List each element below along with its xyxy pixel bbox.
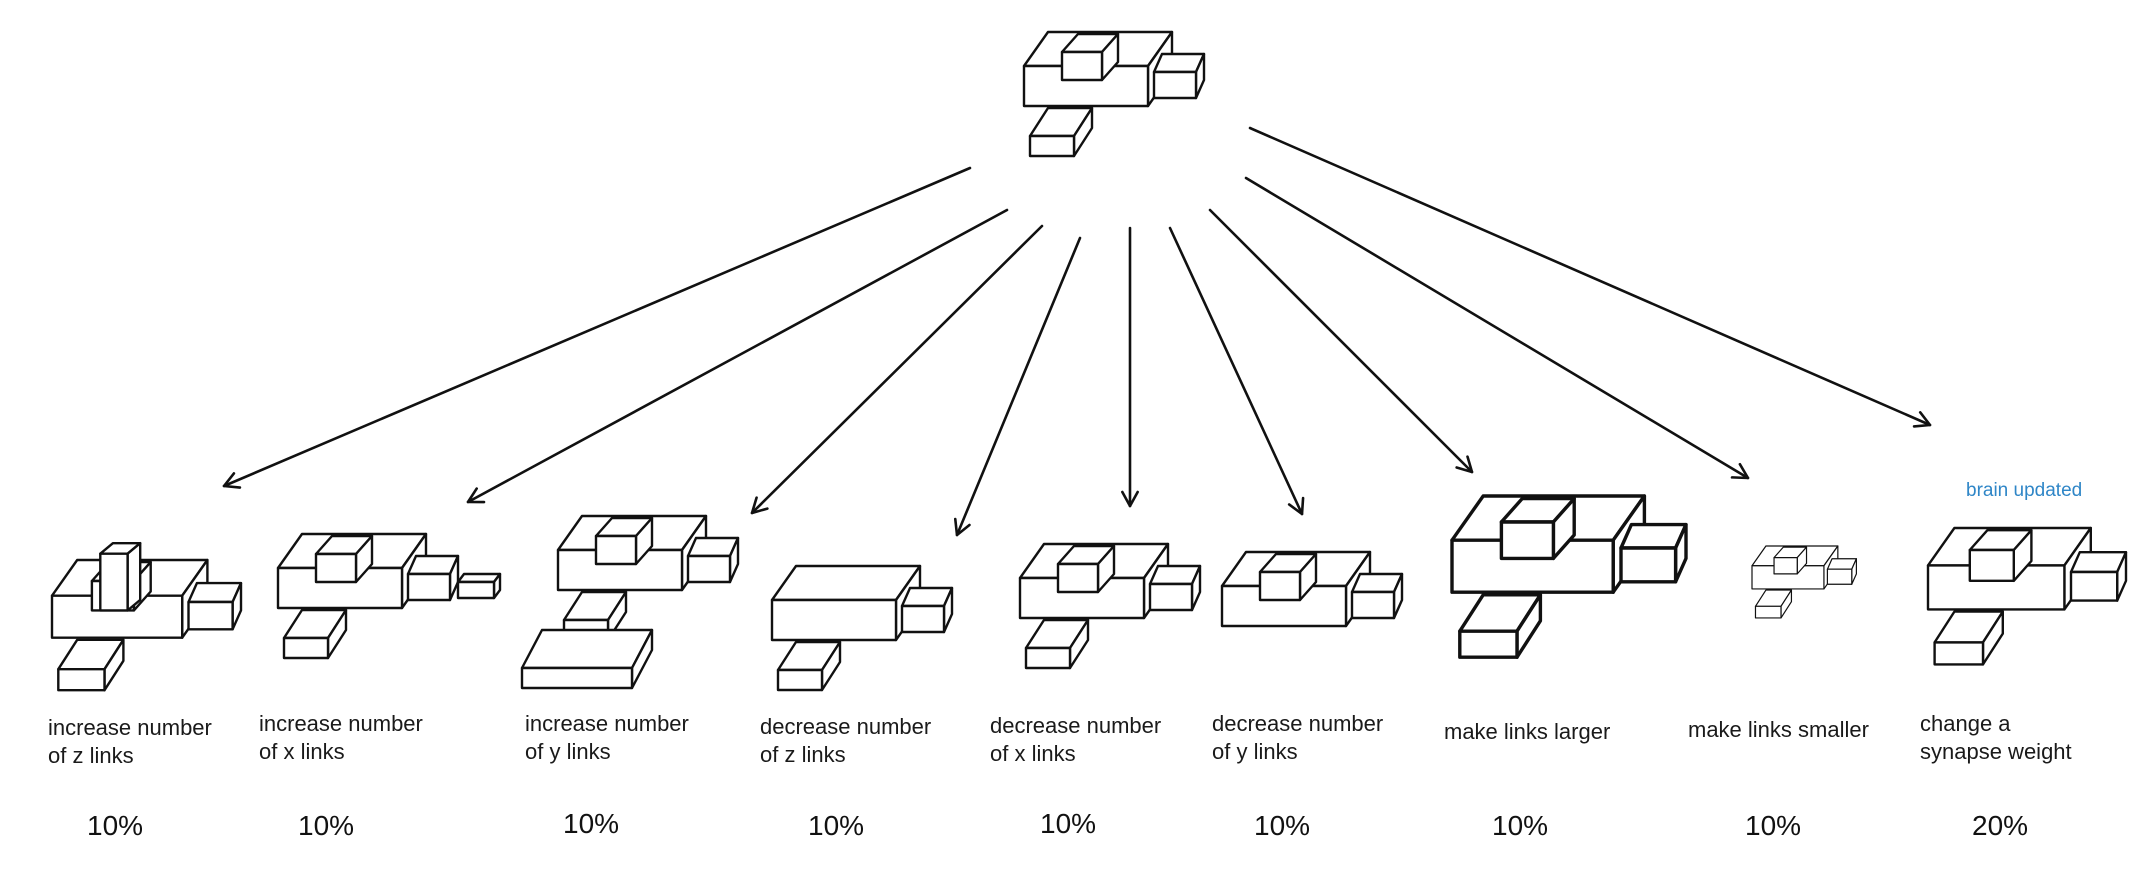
mutation-arrow	[1244, 176, 1750, 480]
bottom-link-block	[282, 608, 348, 660]
right-link-block	[2069, 550, 2128, 602]
structure-synapse	[1926, 526, 2128, 666]
label-line: synapse weight	[1920, 739, 2072, 764]
mutation-label-increase-x: increase number of x links	[259, 710, 423, 766]
mutation-label-increase-z: increase number of z links	[48, 714, 212, 770]
mutation-arrow	[222, 166, 972, 489]
label-line: decrease number	[760, 714, 932, 739]
mutation-arrow	[1248, 126, 1932, 428]
top-link-block	[1968, 528, 2033, 583]
label-line: of y links	[525, 739, 611, 764]
top-link-block	[314, 534, 374, 584]
mutation-label-decrease-y: decrease number of y links	[1212, 710, 1383, 766]
probability-increase-x: 10%	[298, 810, 355, 841]
top-link-block	[1773, 546, 1808, 575]
bottom-link-block	[57, 638, 125, 692]
label-line: of z links	[48, 743, 134, 768]
probability-decrease-z: 10%	[808, 810, 865, 841]
label-line: decrease number	[990, 713, 1162, 738]
extra-y-block	[520, 628, 654, 690]
probability-increase-y: 10%	[563, 808, 620, 839]
label-line: increase number	[48, 715, 212, 740]
extra-z-block	[99, 542, 142, 612]
top-link-block	[1056, 544, 1116, 594]
structure-smaller	[1751, 545, 1857, 619]
extra-x-block	[456, 572, 502, 600]
probability-increase-z: 10%	[87, 810, 144, 841]
structure-decrease-y	[1220, 550, 1404, 628]
bottom-link-block	[776, 640, 842, 692]
label-line: of x links	[259, 739, 345, 764]
mutation-arrow	[1208, 208, 1474, 474]
mutation-arrow	[750, 224, 1044, 515]
structure-larger	[1450, 494, 1688, 659]
bottom-link-block	[1933, 610, 2005, 666]
probability-larger: 10%	[1492, 810, 1549, 841]
main-block	[770, 564, 922, 642]
right-link-block	[1350, 572, 1404, 620]
probability-synapse: 20%	[1972, 810, 2029, 841]
top-link-block	[1499, 496, 1576, 561]
mutation-label-increase-y: increase number of y links	[525, 710, 689, 766]
bottom-link-block	[1458, 593, 1543, 659]
right-link-block	[1826, 558, 1857, 585]
mutation-label-smaller: make links smaller	[1688, 716, 1869, 744]
label-line: of y links	[1212, 739, 1298, 764]
mutation-label-larger: make links larger	[1444, 718, 1610, 746]
label-line: make links larger	[1444, 719, 1611, 744]
right-link-block	[1148, 564, 1202, 612]
mutation-label-synapse: change a synapse weight	[1920, 710, 2072, 766]
label-line: decrease number	[1212, 711, 1384, 736]
mutation-label-decrease-z: decrease number of z links	[760, 713, 931, 769]
probability-decrease-x: 10%	[1040, 808, 1097, 839]
label-line: change a	[1920, 711, 2011, 736]
root-structure	[1022, 30, 1206, 158]
right-link-block	[686, 536, 740, 584]
brain-updated-note: brain updated	[1966, 480, 2083, 501]
structure-increase-x	[276, 532, 502, 660]
bottom-link-block	[1024, 618, 1090, 670]
probability-decrease-y: 10%	[1254, 810, 1311, 841]
right-link-block	[406, 554, 460, 602]
structure-decrease-z	[770, 564, 954, 692]
structure-increase-z	[50, 542, 243, 692]
bottom-link-block	[1754, 589, 1793, 619]
label-line: of x links	[990, 741, 1076, 766]
label-line: increase number	[525, 711, 689, 736]
bottom-link-block	[1028, 106, 1094, 158]
main-block	[1450, 494, 1647, 594]
right-link-block	[1619, 522, 1688, 584]
mutation-arrow	[466, 208, 1009, 504]
top-link-block	[1060, 32, 1120, 82]
structure-increase-y	[520, 514, 740, 690]
right-link-block	[900, 586, 954, 634]
label-line: of z links	[760, 742, 846, 767]
probability-smaller: 10%	[1745, 810, 1802, 841]
structure-decrease-x	[1018, 542, 1202, 670]
top-link-block	[1258, 552, 1318, 602]
top-link-block	[594, 516, 654, 566]
mutation-label-decrease-x: decrease number of x links	[990, 712, 1161, 768]
label-line: make links smaller	[1688, 717, 1869, 742]
mutation-arrow	[953, 236, 1082, 537]
right-link-block	[1152, 52, 1206, 100]
mutation-arrow	[1168, 226, 1305, 516]
right-link-block	[187, 581, 243, 631]
mutation-arrow	[1121, 226, 1139, 508]
label-line: increase number	[259, 711, 423, 736]
